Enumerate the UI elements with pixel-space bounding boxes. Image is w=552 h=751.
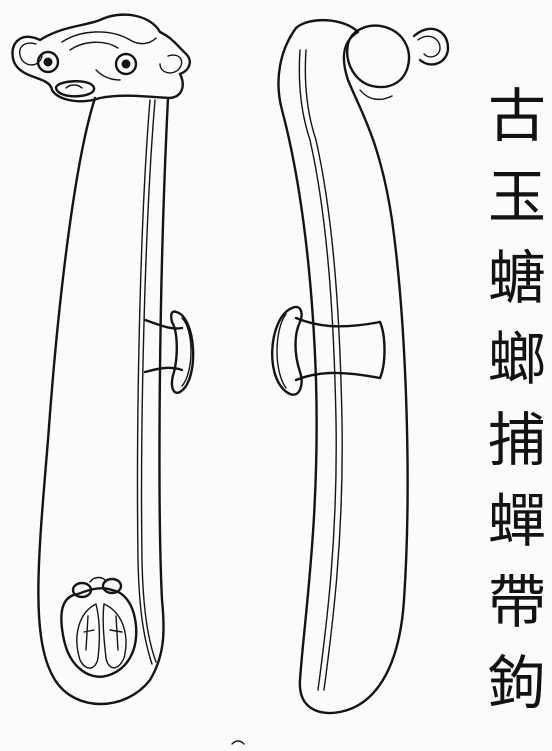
- dragon-head-front: [11, 13, 191, 103]
- stud-side-flare: [378, 320, 386, 380]
- stud-neck: [143, 318, 184, 374]
- dragon-eye-left: [36, 50, 60, 74]
- cicada-head: [89, 576, 107, 583]
- cicada-eye-right: [101, 577, 123, 595]
- cicada-eye-left: [71, 581, 93, 599]
- dragon-eye-right: [114, 52, 138, 76]
- dragon-pupil-left: [43, 57, 53, 67]
- cicada-carving: [60, 576, 138, 678]
- dragon-side-horn-inner: [417, 35, 441, 58]
- caption-char: 螗: [487, 244, 546, 312]
- dragon-side-neck: [359, 89, 393, 101]
- dragon-side-head: [346, 24, 411, 89]
- side-body-outline: [277, 18, 409, 715]
- caption-char: 蟬: [487, 487, 546, 555]
- hook-stud-side: [271, 305, 386, 396]
- side-inner-line-2: [304, 49, 343, 691]
- belt-hook-front-view: [11, 13, 195, 706]
- caption-char: 捕: [487, 406, 546, 474]
- hook-inner-ridge: [140, 99, 157, 663]
- stud-side-cap-rim: [276, 313, 287, 389]
- dragon-pupil-right: [121, 59, 131, 69]
- cicada-body: [60, 587, 138, 678]
- cicada-wing-left: [76, 603, 101, 669]
- dragon-head-side: [346, 24, 450, 101]
- dragon-cheek: [95, 69, 121, 81]
- dragon-head-outline: [11, 13, 191, 103]
- caption-char: 玉: [487, 163, 546, 231]
- belt-hook-side-view: [271, 18, 450, 715]
- dragon-horn-right: [159, 54, 183, 74]
- stud-cap-rim: [181, 317, 192, 387]
- side-inner-line: [298, 49, 337, 691]
- dragon-brow: [61, 31, 157, 45]
- hook-body-outline: [37, 96, 170, 706]
- dragon-nostrils: [65, 84, 83, 89]
- stud-side-stem: [294, 316, 382, 382]
- caption-char: 鉤: [487, 649, 546, 717]
- cicada-wing-veins: [83, 615, 123, 651]
- dragon-side-horn: [412, 27, 450, 66]
- hook-stud-front: [143, 310, 195, 394]
- caption-char: 螂: [487, 325, 546, 393]
- stud-cap: [170, 310, 195, 394]
- dragon-snout: [54, 80, 96, 98]
- hook-inner-ridge-2: [136, 99, 153, 665]
- vertical-caption: 古 玉 螗 螂 捕 蟬 帶 鉤: [482, 76, 552, 746]
- bottom-mark: [231, 740, 245, 745]
- caption-char: 古: [487, 82, 546, 150]
- caption-char: 帶: [487, 568, 546, 636]
- dragon-brow-2: [69, 41, 119, 51]
- cicada-wing-right: [102, 603, 127, 669]
- stud-side-cap: [271, 305, 303, 396]
